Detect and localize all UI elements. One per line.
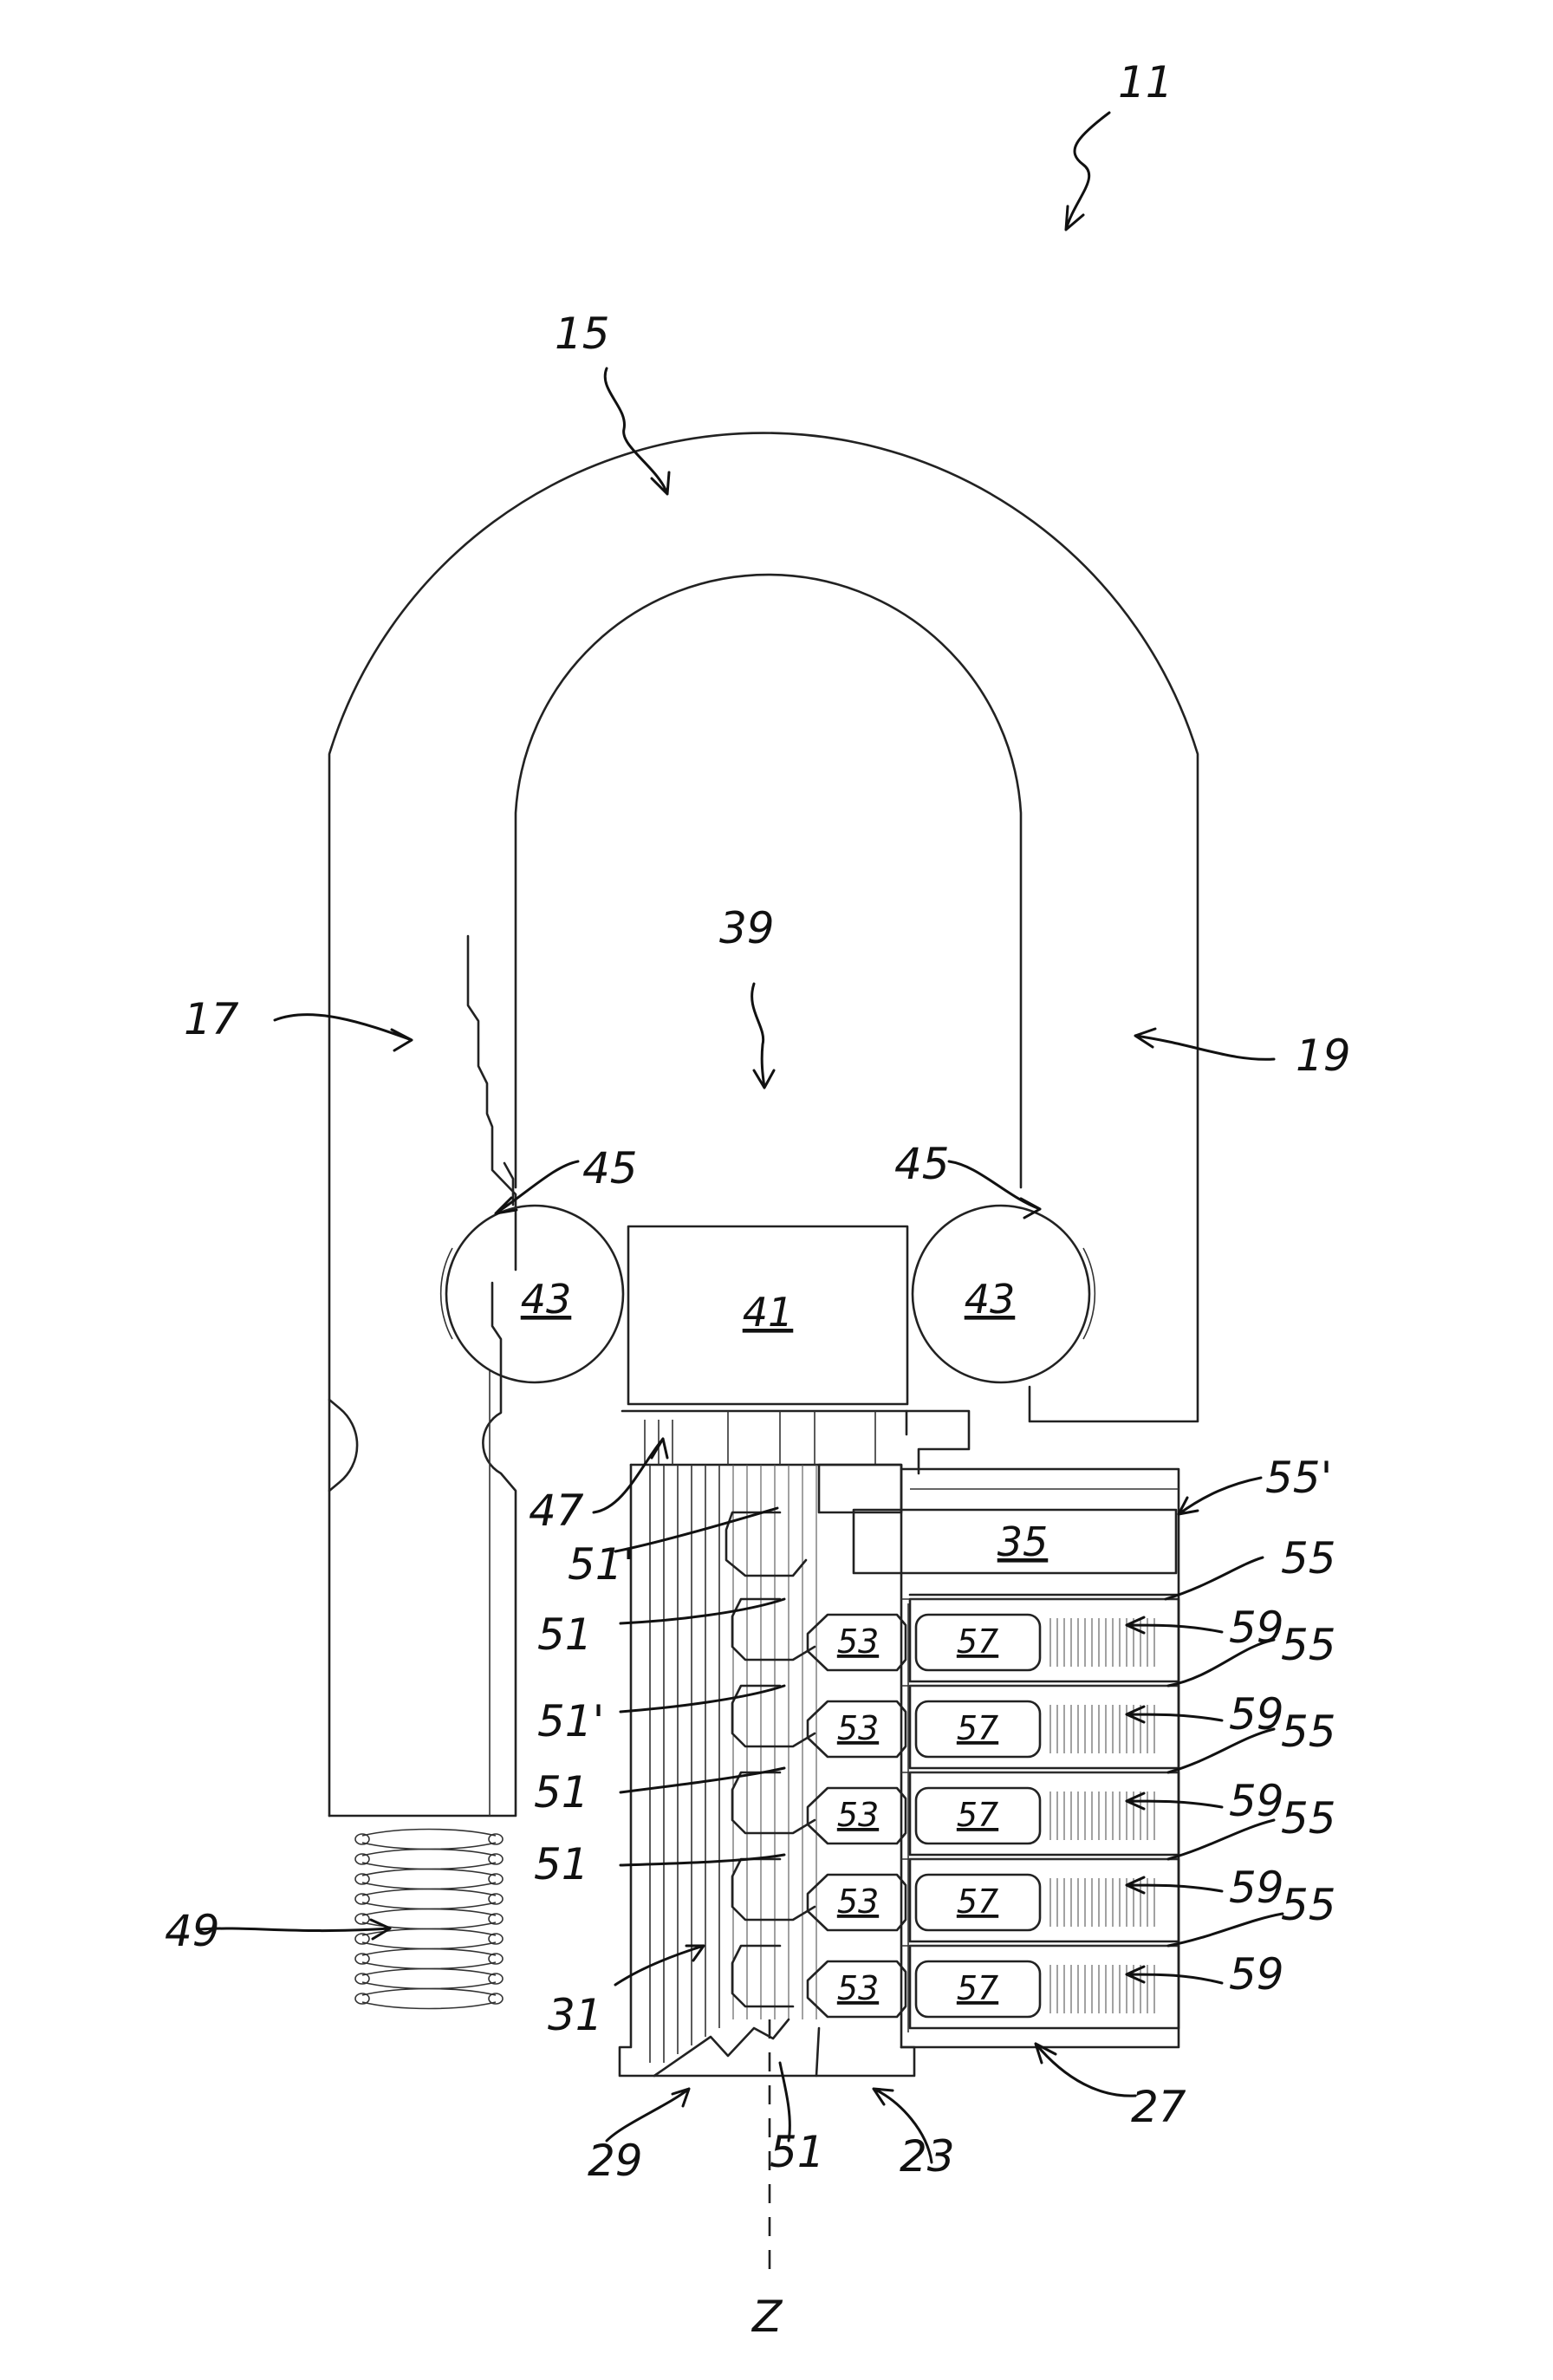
label-ring-top: 51' — [568, 1539, 634, 1590]
label-wheel-53: 53 — [837, 1883, 879, 1921]
label-plate-top: 55' — [1265, 1453, 1332, 1503]
spring-coil — [362, 1889, 496, 1896]
label-wheel-55: 55 — [1281, 1880, 1336, 1930]
spring-coil — [362, 1870, 496, 1876]
label-wheel-55: 55 — [1281, 1707, 1336, 1757]
label-wheel-55: 55 — [1281, 1620, 1336, 1670]
label-wheel-57: 57 — [957, 1796, 998, 1834]
spring-coil — [362, 1989, 496, 1996]
label-notch-left: 45 — [582, 1143, 638, 1193]
label-base: 29 — [588, 2136, 643, 2186]
label-right-leg: 19 — [1296, 1031, 1351, 1081]
spring — [355, 1830, 503, 2009]
label-wheel-57: 57 — [957, 1622, 998, 1661]
ring-profiles — [726, 1512, 815, 2006]
spring-coil-back — [362, 1942, 496, 1949]
label-shackle: 15 — [555, 309, 610, 359]
spring-coil-back — [362, 1883, 496, 1889]
label-blocker: 41 — [743, 1289, 794, 1336]
label-wheel-53: 53 — [837, 1622, 879, 1661]
label-wheel-55: 55 — [1281, 1533, 1336, 1583]
label-wheel-55: 55 — [1281, 1793, 1336, 1844]
spring-coil-back — [362, 1843, 496, 1850]
shackle — [329, 433, 1198, 1816]
label-wheel-59: 59 — [1229, 1776, 1284, 1826]
label-spring: 49 — [165, 1906, 220, 1956]
label-slider: 35 — [997, 1518, 1049, 1565]
spring-coil-back — [362, 1863, 496, 1870]
label-wheel-59: 59 — [1229, 1603, 1284, 1653]
label-wheel-59: 59 — [1229, 1863, 1284, 1913]
spring-coil-back — [362, 1982, 496, 1989]
spring-coil-back — [362, 2002, 496, 2009]
label-ring-3: 51 — [534, 1767, 589, 1818]
label-wheel-57: 57 — [957, 1883, 998, 1921]
label-wheel-57: 57 — [957, 1709, 998, 1747]
spring-coil-back — [362, 1962, 496, 1969]
label-notch-right: 45 — [894, 1139, 950, 1189]
spring-coil — [362, 1949, 496, 1956]
label-wheel-53: 53 — [837, 1796, 879, 1834]
row-labels: 5357595553575955535759555357595553575955 — [837, 1533, 1336, 2007]
label-pin: 47 — [529, 1486, 584, 1536]
label-ball-right: 43 — [965, 1276, 1016, 1323]
label-wheel-53: 53 — [837, 1709, 879, 1747]
label-left-leg: 17 — [184, 994, 239, 1044]
wheel-59-ribs — [1050, 1705, 1154, 1753]
spring-coil — [362, 1830, 496, 1837]
spring-coil-back — [362, 1902, 496, 1909]
label-wheel-57: 57 — [957, 1969, 998, 2007]
spring-coil — [362, 1969, 496, 1976]
label-shaft: 31 — [548, 1990, 603, 2040]
label-ring-4: 51 — [534, 1839, 589, 1889]
label-ring-bottom: 51 — [770, 2127, 825, 2177]
label-lock: 11 — [1118, 57, 1173, 107]
label-space: 39 — [719, 903, 775, 953]
label-dial-block: 27 — [1131, 2082, 1186, 2132]
spring-coil — [362, 1850, 496, 1857]
label-ball-left: 43 — [521, 1276, 572, 1323]
label-axis: Z — [751, 2292, 783, 2342]
spring-coil — [362, 1909, 496, 1916]
label-wheel-59: 59 — [1229, 1949, 1284, 2000]
wheel-59-ribs — [1050, 1792, 1154, 1840]
wheel-59-ribs — [1050, 1965, 1154, 2013]
label-wheel-59: 59 — [1229, 1689, 1284, 1739]
label-wheel-53: 53 — [837, 1969, 879, 2007]
label-ring-2: 51' — [537, 1696, 604, 1746]
label-ring-1: 51 — [537, 1609, 593, 1660]
label-housing: 23 — [900, 2131, 955, 2182]
